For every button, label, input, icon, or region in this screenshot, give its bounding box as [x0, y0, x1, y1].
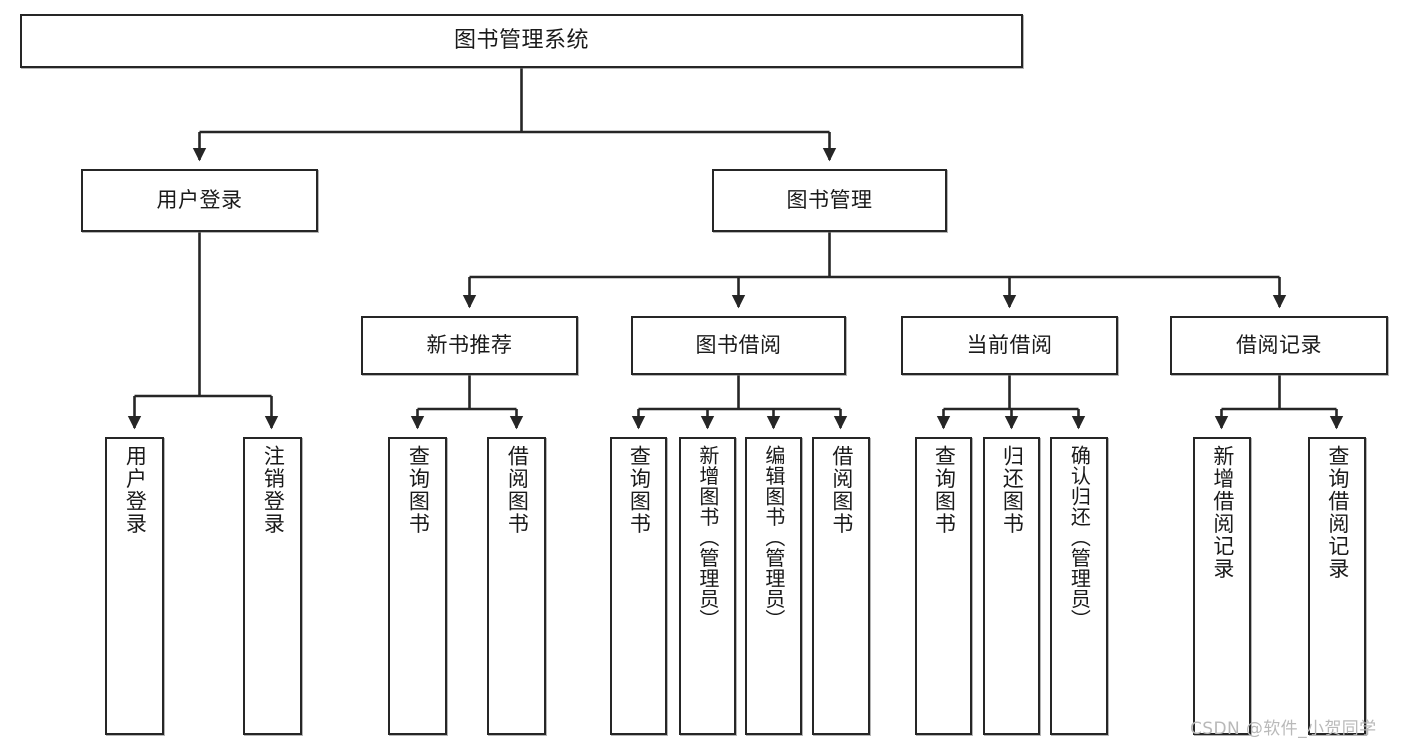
node-leaf-edit-book[interactable]: 编辑图书（管理员）: [745, 437, 802, 735]
node-label: 借阅图书: [505, 445, 530, 535]
node-label: 查询图书: [406, 445, 431, 535]
node-leaf-return-book[interactable]: 归还图书: [983, 437, 1040, 735]
node-leaf-query-book-borrow[interactable]: 查询图书: [610, 437, 667, 735]
node-leaf-query-book-cur[interactable]: 查询图书: [915, 437, 972, 735]
node-label: 归还图书: [1000, 445, 1025, 535]
node-label: 新增图书（管理员）: [695, 445, 720, 630]
node-leaf-logout[interactable]: 注销登录: [243, 437, 302, 735]
node-label: 用户登录: [156, 187, 243, 212]
node-label: 编辑图书（管理员）: [761, 445, 786, 630]
node-label: 查询图书: [932, 445, 957, 535]
node-leaf-user-login[interactable]: 用户登录: [105, 437, 164, 735]
node-label: 用户登录: [123, 445, 148, 535]
watermark: CSDN @软件_小贺同学: [1190, 719, 1377, 739]
node-root[interactable]: 图书管理系统: [20, 14, 1023, 68]
node-leaf-borrow-book[interactable]: 借阅图书: [812, 437, 870, 735]
node-label: 新增借阅记录: [1210, 445, 1235, 580]
node-leaf-borrow-book-rec[interactable]: 借阅图书: [487, 437, 546, 735]
node-leaf-add-book[interactable]: 新增图书（管理员）: [679, 437, 736, 735]
node-label: 借阅记录: [1236, 332, 1322, 357]
node-user-login[interactable]: 用户登录: [81, 169, 318, 232]
node-leaf-confirm-return[interactable]: 确认归还（管理员）: [1050, 437, 1108, 735]
node-label: 图书借阅: [695, 332, 782, 357]
node-label: 图书管理: [786, 187, 873, 212]
node-leaf-query-book-rec[interactable]: 查询图书: [388, 437, 447, 735]
node-book-borrow[interactable]: 图书借阅: [631, 316, 846, 375]
node-new-book-rec[interactable]: 新书推荐: [361, 316, 578, 375]
node-label: 查询借阅记录: [1325, 445, 1350, 580]
node-leaf-query-record[interactable]: 查询借阅记录: [1308, 437, 1366, 735]
node-label: 图书管理系统: [453, 27, 589, 53]
node-label: 当前借阅: [966, 332, 1053, 357]
node-leaf-add-record[interactable]: 新增借阅记录: [1193, 437, 1251, 735]
node-current-borrow[interactable]: 当前借阅: [901, 316, 1118, 375]
node-label: 新书推荐: [426, 332, 513, 357]
node-label: 查询图书: [627, 445, 652, 535]
node-borrow-record[interactable]: 借阅记录: [1170, 316, 1388, 375]
node-label: 借阅图书: [829, 445, 854, 535]
node-label: 注销登录: [261, 445, 286, 535]
node-label: 确认归还（管理员）: [1067, 445, 1092, 630]
node-book-manage[interactable]: 图书管理: [712, 169, 947, 232]
